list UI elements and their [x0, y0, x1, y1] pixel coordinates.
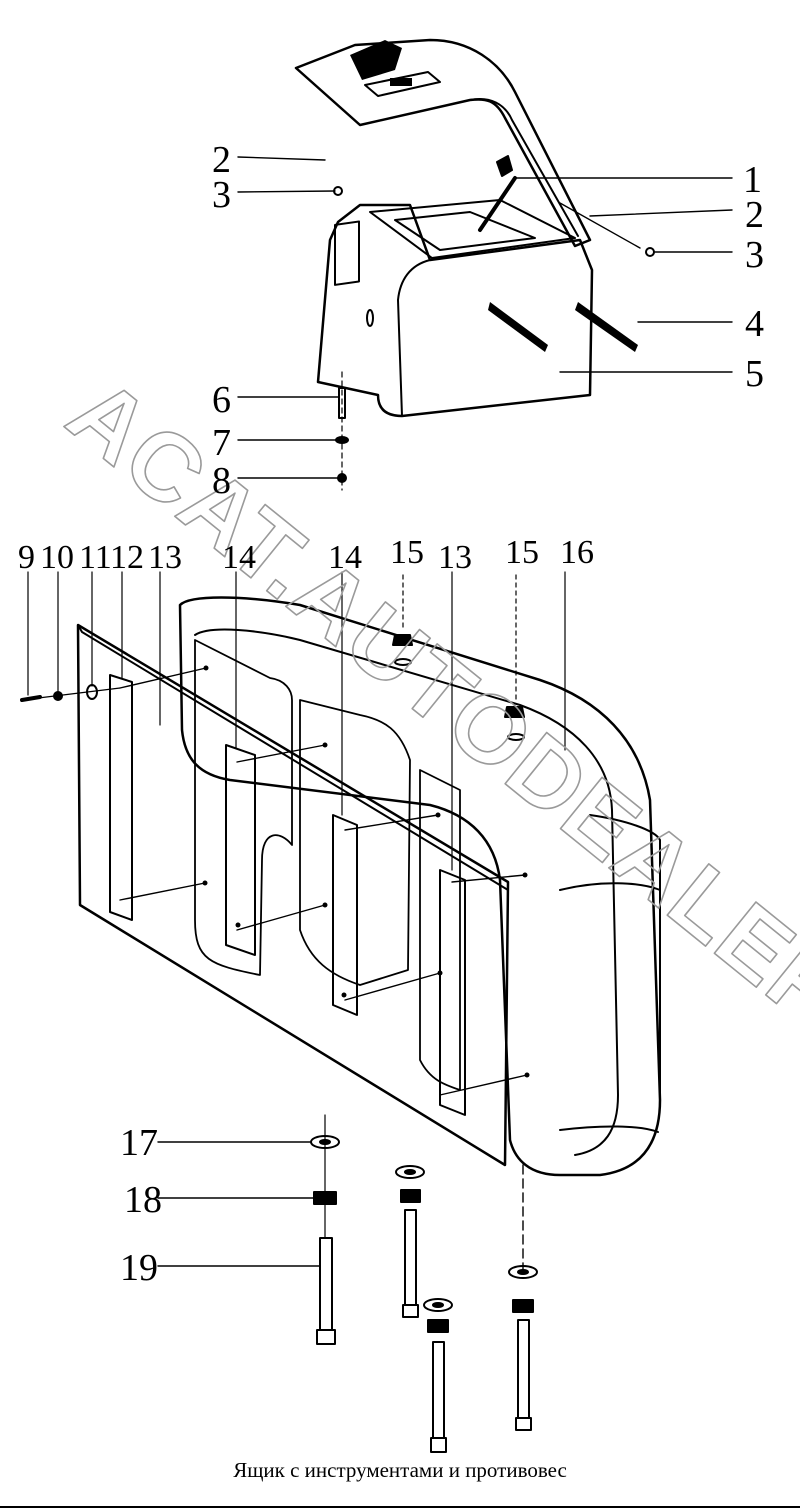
callout-16: 16: [560, 534, 594, 571]
strip-14-right: [332, 814, 358, 1016]
counterweight-inner-contour: [194, 628, 619, 1156]
gas-strut: [478, 176, 517, 232]
figure-caption: Ящик с инструментами и противовес: [233, 1458, 567, 1482]
callout-7: 7: [212, 422, 231, 464]
tool-box-body: [316, 203, 594, 418]
callout-1: 1: [743, 159, 762, 201]
strip-14-left: [225, 744, 256, 956]
callout-3-left: 3: [212, 174, 231, 216]
callout-5: 5: [745, 353, 764, 395]
strut-bracket: [496, 155, 513, 177]
callout-3-right: 3: [745, 234, 764, 276]
callout-12: 12: [110, 539, 144, 576]
strip-13-right: [439, 869, 466, 1116]
recess-left: [194, 639, 293, 976]
callout-9: 9: [18, 539, 35, 576]
box-top-opening: [369, 199, 576, 259]
tool-box-assembly: [294, 38, 655, 491]
lid-inner-edge: [469, 98, 579, 237]
callout-19: 19: [120, 1247, 158, 1289]
callout-13-right: 13: [438, 539, 472, 576]
callout-18: 18: [124, 1179, 162, 1221]
lid-latch-slot: [390, 78, 412, 86]
lid-handle: [350, 40, 402, 80]
callout-4: 4: [745, 303, 764, 345]
callout-10: 10: [40, 539, 74, 576]
callout-14-right: 14: [328, 539, 362, 576]
fastener-9-11-axis: [21, 687, 121, 701]
bolt-19: [319, 1237, 333, 1331]
box-side-hole: [366, 309, 374, 327]
rail-left: [488, 302, 548, 352]
bolt-set-1: [310, 1114, 340, 1345]
bolt-set-2: [395, 1165, 425, 1318]
base-plate-top-edge: [77, 624, 509, 891]
counterweight-band-lower: [559, 1125, 659, 1133]
washer-right: [645, 247, 655, 257]
callout-labels: 2 3 1 2 3 4 5 6 7 8 9 10 11 12 13 14 14 …: [18, 139, 764, 1289]
fastener-leaders: [119, 667, 528, 1096]
lifting-eye-right: [504, 574, 525, 741]
callout-2-left: 2: [212, 139, 231, 181]
callout-13-left: 13: [148, 539, 182, 576]
lifting-eye-left: [392, 574, 413, 666]
box-front-edge: [397, 259, 431, 417]
callout-15-left: 15: [390, 534, 424, 571]
bolt-sets: [157, 1114, 538, 1453]
bolt-set-3: [423, 1298, 453, 1453]
rail-right: [575, 302, 638, 352]
callout-17: 17: [120, 1122, 158, 1164]
box-inner-tray: [394, 211, 536, 251]
callout-11: 11: [79, 539, 112, 576]
base-plate-13: [76, 623, 510, 1167]
callout-14-left: 14: [222, 539, 256, 576]
bolt-set-leaders: [157, 1141, 321, 1267]
top-leader-lines: [237, 156, 733, 479]
bottom-rule: [0, 1506, 800, 1508]
bolt-6: [338, 387, 346, 419]
watermark-text: ACAT.AUTODEALER.RU: [49, 358, 800, 1160]
counterweight-assembly: [20, 571, 662, 1276]
callout-8: 8: [212, 460, 231, 502]
callout-6: 6: [212, 379, 231, 421]
box-side-window: [334, 220, 360, 286]
callout-15-right: 15: [505, 534, 539, 571]
counterweight-body: [178, 596, 662, 1177]
bolt-set-4: [508, 1265, 538, 1431]
callout-2-right: 2: [745, 194, 764, 236]
counterweight-callout-leaders: [27, 571, 566, 871]
counterweight-side-face: [589, 814, 661, 1101]
lid-latch-plate: [364, 71, 441, 97]
strip-12: [109, 674, 133, 921]
recess-middle: [299, 699, 411, 986]
counterweight-band: [559, 882, 661, 891]
